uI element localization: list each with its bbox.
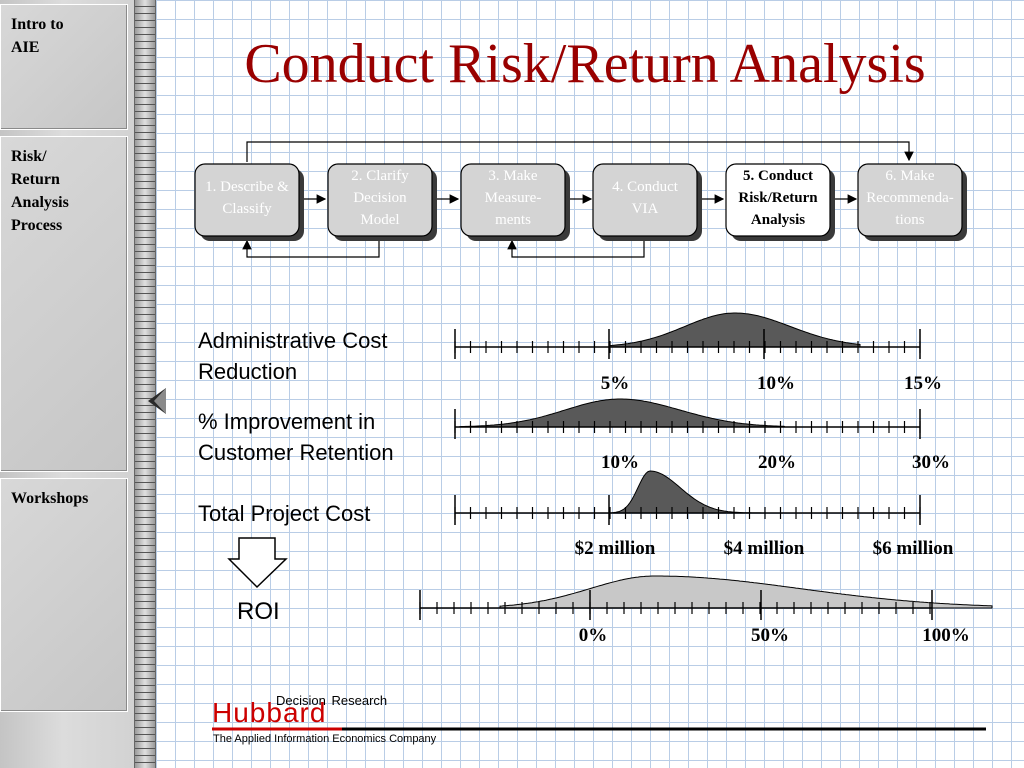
step-label-line: Risk/Return (738, 190, 818, 206)
axis-tick-label: 10% (757, 373, 795, 394)
axis-tick-label: 20% (758, 452, 796, 473)
roi-label: ROI (237, 598, 280, 625)
step-label-line: Classify (222, 201, 272, 217)
sidebar: Intro to AIE Risk/ Return Analysis Proce… (0, 0, 156, 768)
logo-decision-word: Decision (276, 693, 326, 708)
step-label-line: 4. Conduct (612, 179, 678, 195)
sidebar-item-label: Process (11, 217, 63, 234)
step-label-line: 1. Describe & (205, 179, 289, 195)
variable-label-project-cost: Total Project Cost (198, 498, 370, 529)
axis-tick-label: 50% (751, 625, 789, 646)
variable-label-line: Administrative Cost (198, 328, 388, 353)
axis-tick-label: 5% (600, 373, 630, 394)
page-title: Conduct Risk/Return Analysis (244, 33, 926, 95)
collapse-sidebar-arrow-icon[interactable] (146, 386, 168, 416)
sidebar-item-label: AIE (11, 39, 40, 56)
logo-research-word: Research (331, 693, 388, 708)
graph-paper-background (156, 0, 1024, 768)
axis-tick-label: 15% (904, 373, 942, 394)
feedback-loop-arrow (507, 238, 645, 258)
axis-tick-label: $4 million (723, 538, 805, 559)
variable-label-line: Customer Retention (198, 440, 394, 465)
step-label-line: 6. Make (885, 168, 935, 184)
variable-label-line: % Improvement in (198, 409, 376, 434)
project-cost-distribution (609, 470, 860, 514)
variable-label-admin-cost: Administrative Cost Reduction (198, 325, 388, 387)
step-label: 1. Describe & Classify (195, 176, 299, 220)
feedback-loop-arrow (246, 141, 914, 162)
step-label-line: Measure- (484, 190, 542, 206)
step-label-line: tions (895, 212, 925, 228)
sidebar-item-workshops[interactable]: Workshops (0, 478, 128, 712)
step-label-line: Decision (353, 190, 407, 206)
roi-distribution (499, 575, 993, 609)
variable-label-line: Total Project Cost (198, 501, 371, 526)
axis-tick-label: 100% (922, 625, 970, 646)
down-arrow-icon (227, 537, 288, 589)
step-box[interactable] (460, 163, 566, 237)
step-label-line: Model (360, 212, 400, 228)
sidebar-item-label: Workshops (11, 490, 89, 507)
step-box[interactable] (725, 163, 831, 237)
axis-tick-label: $6 million (872, 538, 954, 559)
logo-hubbard: Hubbard (212, 697, 327, 728)
step-label-line: 5. Conduct (742, 168, 813, 184)
step-label-line: 2. Clarify (351, 168, 409, 184)
step-box[interactable] (592, 163, 698, 237)
sidebar-ruler (134, 0, 156, 768)
step-box[interactable] (194, 163, 300, 237)
sidebar-item-intro-to-aie[interactable]: Intro to AIE (0, 4, 128, 130)
axis-tick-label: 0% (578, 625, 608, 646)
step-box[interactable] (857, 163, 963, 237)
admin-cost-distribution (609, 312, 861, 348)
axis-tick-label: $2 million (574, 538, 656, 559)
axis-tick-label: 30% (912, 452, 950, 473)
sidebar-item-label: Return (11, 171, 60, 188)
step-label-line: 3. Make (488, 168, 538, 184)
sidebar-item-label: Risk/ (11, 148, 47, 165)
variable-label-customer-retention: % Improvement in Customer Retention (198, 406, 394, 468)
footer-rule (212, 727, 986, 731)
variable-label-line: Reduction (198, 359, 298, 384)
step-box[interactable] (327, 163, 433, 237)
feedback-loop-arrow (242, 238, 380, 258)
retention-distribution (459, 398, 787, 428)
sidebar-item-label: Intro to (11, 16, 64, 33)
axis-tick-label: 10% (601, 452, 639, 473)
sidebar-item-label: Analysis (11, 194, 69, 211)
logo-decision-research: Decision Research (276, 693, 387, 708)
step-label-line: Analysis (750, 212, 806, 228)
step-label-line: ments (495, 212, 531, 228)
sidebar-item-risk-return-analysis-process[interactable]: Risk/ Return Analysis Process (0, 136, 128, 472)
logo-tagline: The Applied Information Economics Compan… (213, 733, 437, 745)
step-label-line: Recommenda- (866, 190, 954, 206)
step-label-line: VIA (631, 201, 659, 217)
